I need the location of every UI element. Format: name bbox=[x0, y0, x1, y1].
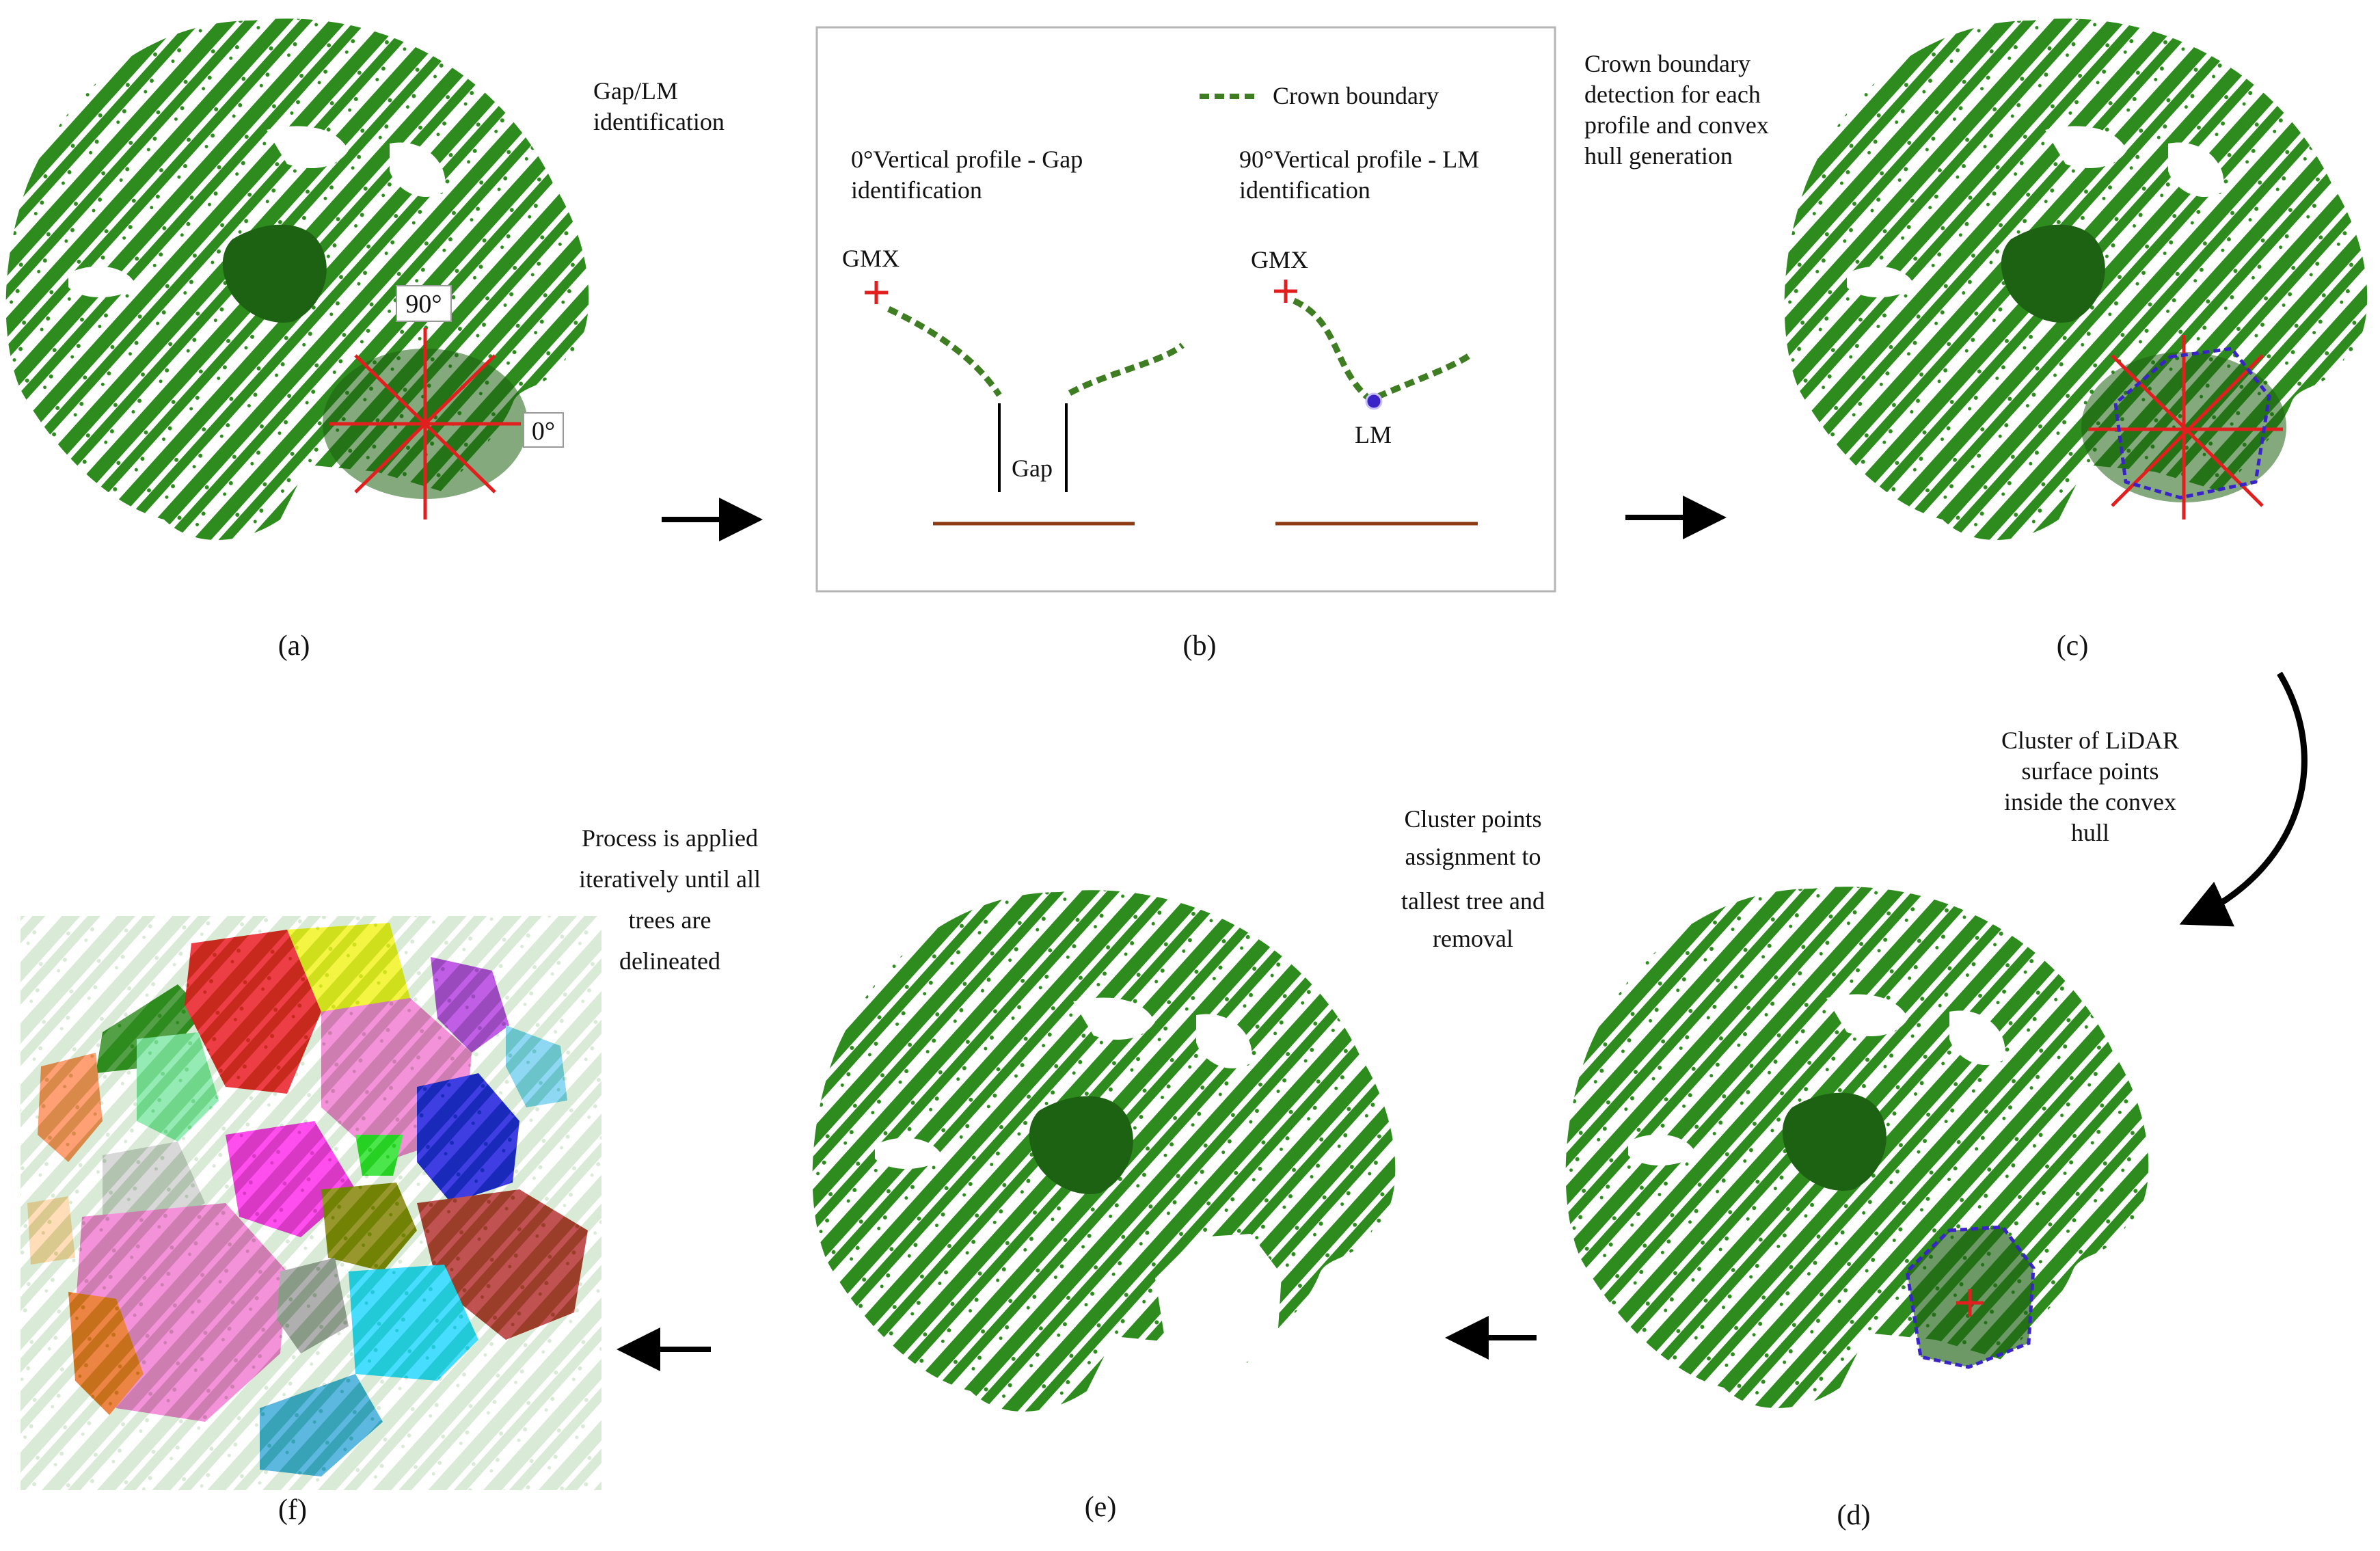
angle-0-label: 0° bbox=[532, 417, 555, 446]
panel-f bbox=[21, 916, 601, 1490]
profile-90-title: identification bbox=[1239, 176, 1370, 204]
annotation-line: surface points bbox=[2022, 757, 2159, 785]
profile-90-title: 90°Vertical profile - LM bbox=[1239, 146, 1479, 173]
gmx-marker-left bbox=[865, 281, 888, 304]
annotation-line: detection for each bbox=[1584, 81, 1761, 108]
lm-label: LM bbox=[1355, 421, 1392, 448]
annotation-line: Gap/LM bbox=[593, 77, 678, 105]
gmx-label: GMX bbox=[1251, 246, 1308, 273]
annotation-line: profile and convex bbox=[1584, 111, 1769, 139]
vertical-profiles-c bbox=[2088, 335, 2283, 520]
panel-c bbox=[1784, 18, 2368, 540]
annotation-line: identification bbox=[593, 108, 725, 135]
point-texture-overlay bbox=[21, 916, 601, 1490]
crown-point-cloud-d bbox=[1565, 887, 2149, 1408]
convex-hull-d bbox=[1905, 1225, 2036, 1369]
annotation-line: Cluster of LiDAR bbox=[2001, 727, 2179, 754]
annotation-line: hull generation bbox=[1584, 142, 1733, 170]
annotation-line: Crown boundary bbox=[1584, 50, 1750, 77]
gmx-marker-right bbox=[1274, 280, 1297, 303]
gmx-label: GMX bbox=[842, 245, 900, 272]
panel-label-f: (f) bbox=[278, 1494, 307, 1526]
legend-crown-boundary: Crown boundary bbox=[1273, 82, 1439, 109]
annotation-line: delineated bbox=[619, 947, 720, 975]
angle-0-box bbox=[523, 412, 564, 448]
annotation-line: tallest tree and bbox=[1401, 887, 1545, 915]
panel-e bbox=[812, 890, 1396, 1412]
profile-0-title: 0°Vertical profile - Gap bbox=[851, 146, 1083, 173]
removed-tree-area bbox=[1155, 1234, 1282, 1374]
annotation-line: iteratively until all bbox=[579, 865, 761, 893]
angle-90-label: 90° bbox=[405, 290, 442, 319]
angle-90-box bbox=[396, 285, 452, 322]
crown-point-cloud-e bbox=[812, 890, 1396, 1412]
crown-boundary-left bbox=[887, 306, 1002, 397]
annotation-cluster-lidar: Cluster of LiDAR surface points inside t… bbox=[2001, 727, 2179, 846]
panel-label-c: (c) bbox=[2057, 630, 2089, 662]
segmented-crowns bbox=[21, 916, 601, 1490]
tree-top-marker bbox=[1956, 1289, 1984, 1317]
vertical-profiles-a bbox=[329, 328, 521, 520]
annotation-line: hull bbox=[2071, 819, 2109, 846]
annotation-line: inside the convex bbox=[2004, 788, 2176, 815]
panel-b: Crown boundary 0°Vertical profile - Gap … bbox=[815, 26, 1556, 593]
annotation-cluster-assign: Cluster points assignment to tallest tre… bbox=[1401, 805, 1545, 952]
convex-hull-c bbox=[2113, 347, 2271, 500]
local-minimum-point bbox=[1365, 392, 1383, 410]
crown-boundary-right bbox=[1068, 342, 1185, 396]
panel-label-e: (e) bbox=[1085, 1492, 1117, 1523]
profile-panel-frame bbox=[815, 26, 1556, 593]
panel-label-b: (b) bbox=[1183, 630, 1217, 662]
annotation-gap-lm: Gap/LM identification bbox=[593, 77, 725, 135]
profile-0-title: identification bbox=[851, 176, 982, 204]
panel-d bbox=[1565, 887, 2149, 1408]
flow-arrow-c-d bbox=[2179, 671, 2308, 927]
annotation-line: Process is applied bbox=[582, 824, 758, 852]
annotation-line: assignment to bbox=[1405, 843, 1541, 870]
gap-label: Gap bbox=[1012, 455, 1053, 482]
annotation-line: Cluster points bbox=[1404, 805, 1541, 833]
annotation-process-iter: Process is applied iteratively until all… bbox=[579, 824, 761, 975]
annotation-crown-detect: Crown boundary detection for each profil… bbox=[1584, 50, 1769, 170]
annotation-line: trees are bbox=[629, 906, 712, 934]
crown-point-cloud-c bbox=[1784, 18, 2368, 540]
panel-a: 90° 0° bbox=[5, 18, 589, 540]
panel-label-d: (d) bbox=[1837, 1500, 1871, 1531]
annotation-line: removal bbox=[1433, 925, 1513, 952]
panel-label-a: (a) bbox=[278, 630, 310, 662]
